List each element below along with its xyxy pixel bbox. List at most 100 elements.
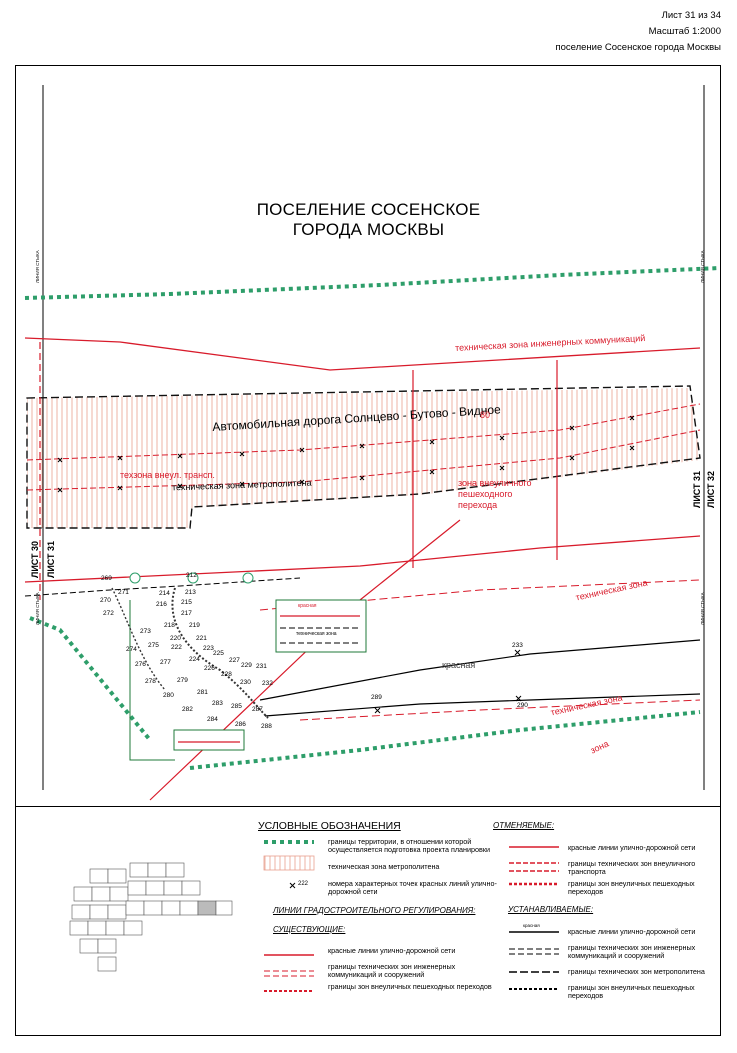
legend-mini-krasnaya: красная xyxy=(523,923,540,928)
legend: УСЛОВНЫЕ ОБОЗНАЧЕНИЯ ОТМЕНЯЕМЫЕ: 222 гра… xyxy=(15,806,721,1037)
point-label: 277 xyxy=(160,659,171,666)
legend-item-points: номера характерных точек красных линий у… xyxy=(328,879,497,896)
legend-swatches-right xyxy=(509,846,559,990)
sheet-label-left-a: ЛИСТ 30 xyxy=(30,540,40,578)
established-item-4: границы зон внеуличных пешеходных перехо… xyxy=(568,983,695,1000)
point-label: 282 xyxy=(182,706,193,713)
established-heading: УСТАНАВЛИВАЕМЫЕ: xyxy=(508,905,594,914)
point-label: 229 xyxy=(241,662,252,669)
settlement-label: поселение Сосенское города Москвы xyxy=(555,42,721,53)
established-item-2: границы технических зон инженерных комму… xyxy=(568,943,696,960)
established-red-line-1 xyxy=(259,639,701,701)
metro-zone-area xyxy=(27,388,700,528)
red-line-top xyxy=(24,337,701,371)
number-80: 80 xyxy=(480,410,491,420)
point-label: 230 xyxy=(240,679,251,686)
point-label: 212 xyxy=(186,572,197,579)
green-boundary-bottom xyxy=(189,710,701,770)
map-title-1: ПОСЕЛЕНИЕ СОСЕНСКОЕ xyxy=(256,200,481,219)
sheet-label-left-b: ЛИСТ 31 xyxy=(46,540,56,578)
map-title-2: ГОРОДА МОСКВЫ xyxy=(292,220,445,239)
point-label: 275 xyxy=(148,642,159,649)
point-label: 213 xyxy=(185,589,196,596)
point-label: 225 xyxy=(213,650,224,657)
established-red-line-2 xyxy=(264,693,701,717)
point-example: 222 xyxy=(298,881,309,887)
point-label: 279 xyxy=(177,677,188,684)
point-label: 220 xyxy=(170,635,181,642)
point-label: 278 xyxy=(145,678,156,685)
regulation-heading: ЛИНИИ ГРАДОСТРОИТЕЛЬНОГО РЕГУЛИРОВАНИЯ: xyxy=(273,906,476,915)
cancelled-heading: ОТМЕНЯЕМЫЕ: xyxy=(493,821,555,830)
existing-item-3: границы зон внеуличных пешеходных перехо… xyxy=(328,982,492,991)
legend-item-boundary: границы территории, в отношении которой … xyxy=(328,837,490,854)
point-label: 283 xyxy=(212,700,223,707)
red-tech-zone-lower xyxy=(299,699,701,721)
green-outline xyxy=(129,600,175,761)
legend-title: УСЛОВНЫЕ ОБОЗНАЧЕНИЯ xyxy=(258,820,401,832)
point-label: 284 xyxy=(207,716,218,723)
point-label: 280 xyxy=(163,692,174,699)
point-label: 288 xyxy=(261,723,272,730)
inset-label-1: красная xyxy=(298,603,317,609)
point-label: 287 xyxy=(252,706,263,713)
point-label: 269 xyxy=(101,575,112,582)
cancelled-item-2: границы технических зон внеуличного тран… xyxy=(568,859,696,876)
offstreet-zone-label: техзона внеул. трансп. xyxy=(120,470,215,480)
point-label: 285 xyxy=(231,703,242,710)
seam-label-2: ЛИНИЯ СТЫКА xyxy=(700,250,705,283)
ped-zone-label: зона внеуличного пешеходного перехода xyxy=(458,478,532,510)
krasnaya-label: красная xyxy=(442,660,476,670)
point-label: 276 xyxy=(135,661,146,668)
point-label: 286 xyxy=(235,721,246,728)
point-label: 217 xyxy=(181,610,192,617)
scale-label: Масштаб 1:2000 xyxy=(648,26,721,37)
point-label: 219 xyxy=(189,622,200,629)
established-item-3: границы технических зон метрополитена xyxy=(568,967,705,976)
existing-item-2: границы технических зон инженерных комму… xyxy=(328,962,456,979)
sheet-label-right-b: ЛИСТ 32 xyxy=(706,470,716,508)
red-line-bottom xyxy=(24,535,701,583)
seam-label-1: ЛИНИЯ СТЫКА xyxy=(35,250,40,283)
point-label: 272 xyxy=(103,610,114,617)
point-label: 215 xyxy=(181,599,192,606)
point-label: 232 xyxy=(262,680,273,687)
point-label: 270 xyxy=(100,597,111,604)
metro-line-1 xyxy=(26,403,701,461)
inset-label-2: техническая зона xyxy=(296,631,337,637)
point-label: 233 xyxy=(512,642,523,649)
point-label: 222 xyxy=(171,644,182,651)
point-label: 226 xyxy=(204,665,215,672)
legend-item-metro: техническая зона метрополитена xyxy=(328,862,440,871)
cancelled-item-1: красные линии улично-дорожной сети xyxy=(568,843,696,852)
point-label: 227 xyxy=(229,657,240,664)
point-label: 273 xyxy=(140,628,151,635)
point-label: 228 xyxy=(221,671,232,678)
point-label: 218 xyxy=(164,622,175,629)
point-chain-curve xyxy=(171,587,269,719)
established-item-1: красные линии улично-дорожной сети xyxy=(568,927,696,936)
sheet-label-right-a: ЛИСТ 31 xyxy=(692,470,702,508)
point-label: 216 xyxy=(156,601,167,608)
point-label: 224 xyxy=(189,656,200,663)
green-boundary-top xyxy=(24,266,721,300)
seam-label-4: ЛИНИЯ СТЫКА xyxy=(700,592,705,625)
sheet-number: Лист 31 из 34 xyxy=(661,10,721,21)
green-boundary-diag xyxy=(29,616,152,742)
planning-boundary xyxy=(26,385,701,529)
existing-item-1: красные линии улично-дорожной сети xyxy=(328,946,456,955)
black-dash-line xyxy=(24,577,301,597)
cancelled-item-3: границы зон внеуличных пешеходных перехо… xyxy=(568,879,695,896)
point-label: 214 xyxy=(159,590,170,597)
point-label: 223 xyxy=(203,645,214,652)
point-chain-curve-2 xyxy=(111,587,166,691)
existing-heading: СУЩЕСТВУЮЩИЕ: xyxy=(273,925,346,934)
metro-line-2 xyxy=(26,429,701,491)
index-map xyxy=(69,862,233,972)
point-label: 289 xyxy=(371,694,382,701)
point-label: 221 xyxy=(196,635,207,642)
point-label: 271 xyxy=(118,589,129,596)
inset-frame xyxy=(275,599,367,653)
map-frame xyxy=(15,65,721,1036)
